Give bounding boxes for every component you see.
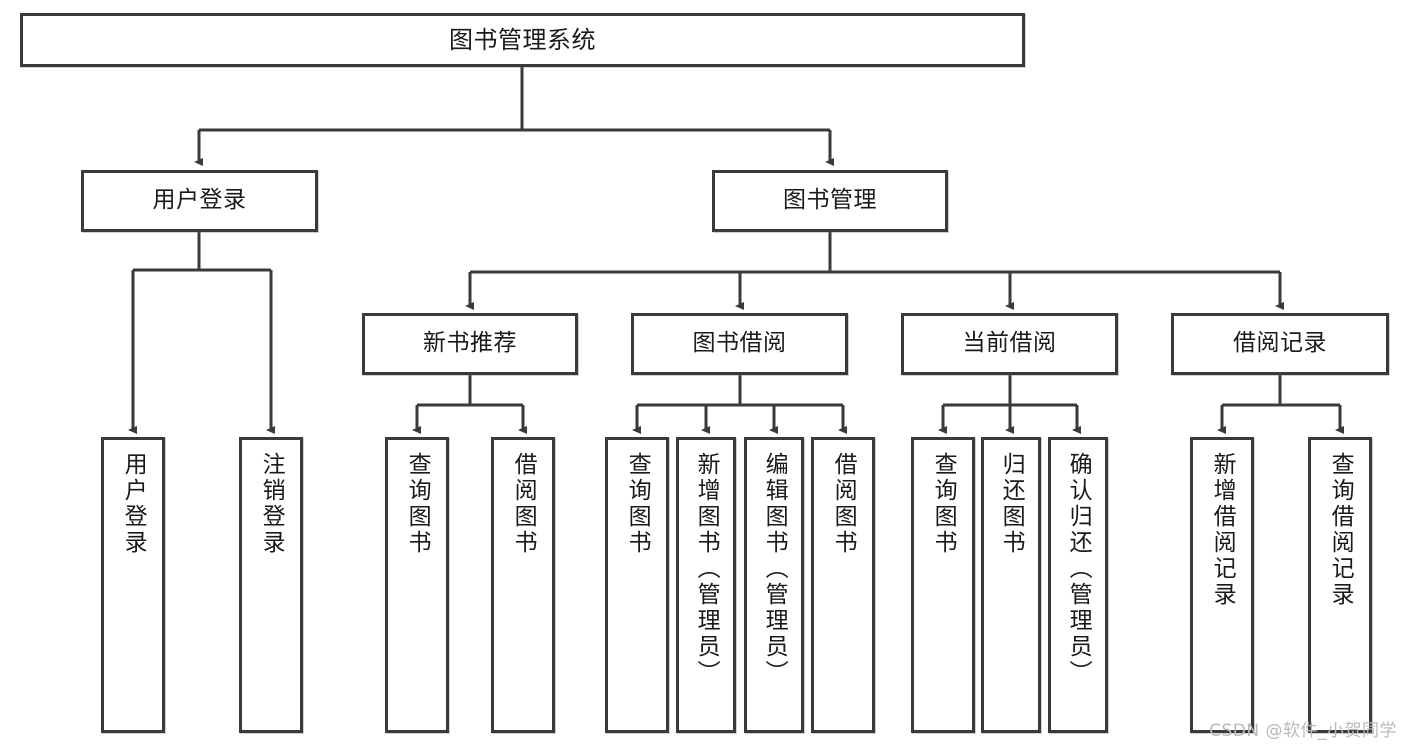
- leaf-user-login-login[interactable]: 用户登录: [101, 437, 165, 733]
- node-label: 查询图书: [624, 452, 651, 556]
- leaf-current-borrow-confirm-return-admin[interactable]: 确认归还（管理员）: [1048, 437, 1108, 733]
- node-current-borrow[interactable]: 当前借阅: [901, 313, 1118, 375]
- node-label: 图书借阅: [692, 330, 787, 357]
- leaf-new-book-query-book[interactable]: 查询图书: [385, 437, 449, 733]
- node-label: 图书管理系统: [449, 25, 596, 54]
- node-label: 借阅图书: [830, 452, 857, 556]
- node-label: 查询图书: [404, 452, 431, 556]
- node-user-login[interactable]: 用户登录: [81, 170, 318, 232]
- node-label: 当前借阅: [962, 330, 1057, 357]
- leaf-book-borrow-edit-book-admin[interactable]: 编辑图书（管理员）: [744, 437, 804, 733]
- node-label: 编辑图书（管理员）: [761, 452, 788, 686]
- node-label: 归还图书: [998, 452, 1025, 556]
- leaf-current-borrow-return-book[interactable]: 归还图书: [981, 437, 1041, 733]
- node-book-borrow[interactable]: 图书借阅: [631, 313, 848, 375]
- node-label: 新增图书（管理员）: [693, 452, 720, 686]
- node-root-book-management-system[interactable]: 图书管理系统: [20, 13, 1025, 67]
- leaf-book-borrow-borrow-book[interactable]: 借阅图书: [811, 437, 875, 733]
- node-label: 查询借阅记录: [1327, 452, 1354, 608]
- leaf-book-borrow-query-book[interactable]: 查询图书: [605, 437, 669, 733]
- watermark: CSDN @软件_小贺同学: [1209, 721, 1397, 741]
- node-label: 用户登录: [120, 452, 147, 556]
- leaf-borrow-record-add-record[interactable]: 新增借阅记录: [1190, 437, 1254, 733]
- node-label: 图书管理: [783, 187, 877, 214]
- leaf-book-borrow-add-book-admin[interactable]: 新增图书（管理员）: [676, 437, 736, 733]
- leaf-user-login-logout[interactable]: 注销登录: [239, 437, 303, 733]
- node-label: 借阅图书: [510, 452, 537, 556]
- node-label: 注销登录: [258, 452, 285, 556]
- node-label: 新增借阅记录: [1209, 452, 1236, 608]
- node-book-management[interactable]: 图书管理: [712, 170, 948, 232]
- node-label: 确认归还（管理员）: [1065, 452, 1092, 686]
- leaf-borrow-record-query-record[interactable]: 查询借阅记录: [1308, 437, 1372, 733]
- leaf-current-borrow-query-book[interactable]: 查询图书: [911, 437, 975, 733]
- node-label: 新书推荐: [423, 330, 517, 357]
- leaf-new-book-borrow-book[interactable]: 借阅图书: [491, 437, 555, 733]
- node-borrow-record[interactable]: 借阅记录: [1171, 313, 1389, 375]
- node-new-book-recommend[interactable]: 新书推荐: [362, 313, 578, 375]
- node-label: 借阅记录: [1233, 330, 1327, 357]
- node-label: 用户登录: [152, 187, 247, 214]
- node-label: 查询图书: [930, 452, 957, 556]
